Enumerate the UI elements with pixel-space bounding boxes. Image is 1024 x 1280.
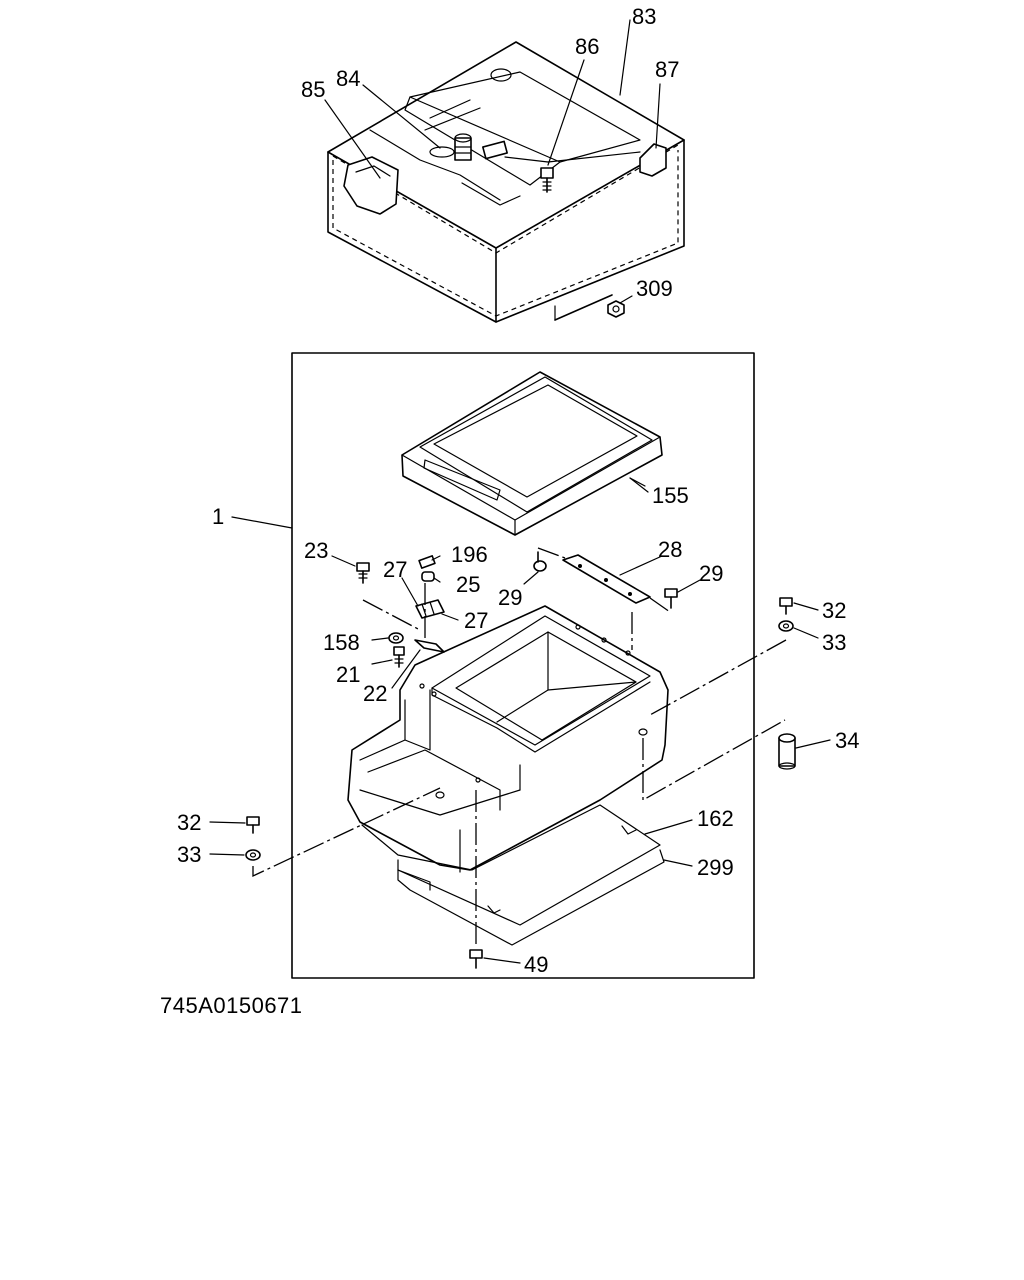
assembly-frame <box>291 352 755 979</box>
label-27-bottom: 27 <box>464 608 488 633</box>
screw-49 <box>469 949 483 969</box>
label-85: 85 <box>301 77 325 102</box>
label-23: 23 <box>304 538 328 563</box>
label-33-right: 33 <box>822 630 846 655</box>
label-29-left: 29 <box>498 585 522 610</box>
label-158: 158 <box>323 630 360 655</box>
label-49: 49 <box>524 952 548 977</box>
washer-33-left <box>245 849 261 861</box>
pin-196 <box>418 555 436 569</box>
label-27-top: 27 <box>383 557 407 582</box>
cover-box-assembly <box>324 19 685 323</box>
label-21: 21 <box>336 662 360 687</box>
leader-lines <box>209 477 831 964</box>
label-299: 299 <box>697 855 734 880</box>
label-155: 155 <box>652 483 689 508</box>
plate-27 <box>415 599 445 619</box>
screw-32-left <box>246 816 260 834</box>
console-box <box>347 605 669 873</box>
bar-28 <box>562 554 651 604</box>
label-87: 87 <box>655 57 679 82</box>
label-34: 34 <box>835 728 859 753</box>
screw-32-right <box>779 597 793 615</box>
drawing-number: 745A0150671 <box>160 993 303 1018</box>
label-196: 196 <box>451 542 488 567</box>
spacer-34 <box>778 733 796 770</box>
bracket-22 <box>414 639 445 653</box>
label-1: 1 <box>212 504 224 529</box>
label-25: 25 <box>456 572 480 597</box>
label-162: 162 <box>697 806 734 831</box>
screw-29-left <box>533 551 547 572</box>
leader-1 <box>231 516 293 529</box>
label-309: 309 <box>636 276 673 301</box>
label-29-right: 29 <box>699 561 723 586</box>
label-84: 84 <box>336 66 360 91</box>
washer-33-right <box>778 620 794 632</box>
screw-21 <box>393 646 405 668</box>
label-33-left: 33 <box>177 842 201 867</box>
label-28: 28 <box>658 537 682 562</box>
label-86: 86 <box>575 34 599 59</box>
screw-29-right <box>664 588 678 609</box>
assembly-lines <box>252 547 787 945</box>
label-22: 22 <box>363 681 387 706</box>
part-labels: 83 86 87 84 85 309 155 1 23 196 28 27 25… <box>177 4 859 977</box>
label-32-left: 32 <box>177 810 201 835</box>
screw-23 <box>356 562 370 584</box>
bottom-plates <box>361 804 665 946</box>
washer-158 <box>388 632 404 644</box>
label-83: 83 <box>632 4 656 29</box>
label-32-right: 32 <box>822 598 846 623</box>
cushion-pad <box>401 371 663 536</box>
clip-25 <box>421 571 435 582</box>
